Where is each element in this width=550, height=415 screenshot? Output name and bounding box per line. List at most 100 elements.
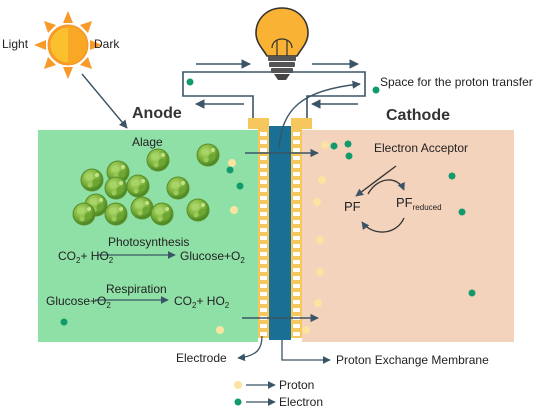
legend-electron-symbol [234,398,242,406]
electron-dot [458,208,466,216]
electrode-label: Electrode [176,351,227,365]
eq-co: CO [58,249,76,263]
electron-dot [345,152,353,160]
electrode-stripe [293,140,300,144]
proton-dot [318,176,326,184]
electrode-stripe [260,156,267,160]
photosynthesis-reactants: CO2+ HO2 [58,250,113,265]
electrode-stripe [260,180,267,184]
electron-dot [468,289,476,297]
electrode-stripe [293,236,300,240]
electrode-stripe [293,164,300,168]
light-label: Light [2,37,29,51]
proton-dot [216,326,224,334]
legend-electron-label: Electron [279,395,324,409]
eq-sub: 2 [240,256,245,265]
electrode-stripe [260,196,267,200]
acceptor-to-pf-arrow [355,165,397,197]
electrode-stripe [260,164,267,168]
electrode-stripe [293,148,300,152]
sun-icon [34,11,102,79]
electrode-stripe [293,300,300,304]
eq-ho: + HO [80,249,109,263]
electrode-stripe [293,172,300,176]
electrode-stripe [293,220,300,224]
electrode-stripe [260,268,267,272]
eq-sub: 2 [76,256,81,265]
electrons [60,78,476,326]
electrode-stripe [260,292,267,296]
electrode-stripe [260,188,267,192]
legend-proton-label: Proton [279,378,315,392]
electrode-stripe [293,252,300,256]
electron-dot [60,318,68,326]
eq-sub: 2 [192,301,197,310]
proton-dot [316,268,324,276]
electrode-stripe [260,284,267,288]
electrode-stripe [293,276,300,280]
electrode-stripe [293,132,300,136]
electrode-stripe [260,140,267,144]
electrode-stripe [260,332,267,336]
pf-cycle-arrow-bottom [361,217,405,233]
membrane-pointer [281,340,331,364]
eq-ho: + HO [196,294,225,308]
electron-dot [236,182,244,190]
electrode-stripe [293,156,300,160]
pf-cycle-arrow-top [367,179,405,195]
electrode-stripe [293,196,300,200]
proton-dot [228,159,236,167]
pf-label: PF [344,199,361,214]
electrode-stripe [260,252,267,256]
electron-dot [330,142,338,150]
electron-dot [344,140,352,148]
eq-sub: 2 [108,256,114,265]
eq-glucose-o: Glucose+O [46,294,107,308]
electrode-stripe [293,212,300,216]
anode-label: Anode [132,105,182,122]
electrode-stripe [260,276,267,280]
electrode-stripe [293,332,300,336]
electrode-stripe [260,324,267,328]
cathode-label: Cathode [386,107,450,124]
electrode-stripe [260,244,267,248]
eq-sub: 2 [106,301,111,310]
electrode-stripe [260,260,267,264]
alage-label: Alage [132,135,163,149]
sunlight-arrow [81,73,128,129]
electrode-stripe [293,180,300,184]
algae-cell-icon [104,176,128,200]
proton-dot [314,299,322,307]
electron-dot [448,172,456,180]
electrode-stripe [260,148,267,152]
algae-cell-icon [104,202,128,226]
electrode-stripe [293,284,300,288]
electrode-stripe [260,228,267,232]
algae-cell-icon [146,148,170,172]
respiration-products: CO2+ HO2 [174,295,229,310]
proton-dot [316,236,324,244]
pf-reduced-label: PFreduced [396,196,442,212]
electrode-pointer [237,335,263,362]
electrode-stripe [293,268,300,272]
electrode-stripe [260,132,267,136]
pf-reduced-subscript: reduced [412,203,442,212]
eq-co: CO [174,294,192,308]
legend-proton-symbol [234,381,242,389]
external-circuit [182,59,366,118]
electrode-stripe [260,220,267,224]
electrode-stripe [293,324,300,328]
algae-cell-icon [186,198,210,222]
electrode-stripe [293,292,300,296]
electrode-stripe [260,172,267,176]
dark-label: Dark [94,37,120,51]
cathode-chamber [302,130,514,342]
electron-dot [226,166,234,174]
proton-exchange-membrane-label: Proton Exchange Membrane [336,353,489,367]
proton-dot [313,198,321,206]
protons [216,141,329,334]
electrode-stripe [293,260,300,264]
electrode-stripe [293,308,300,312]
